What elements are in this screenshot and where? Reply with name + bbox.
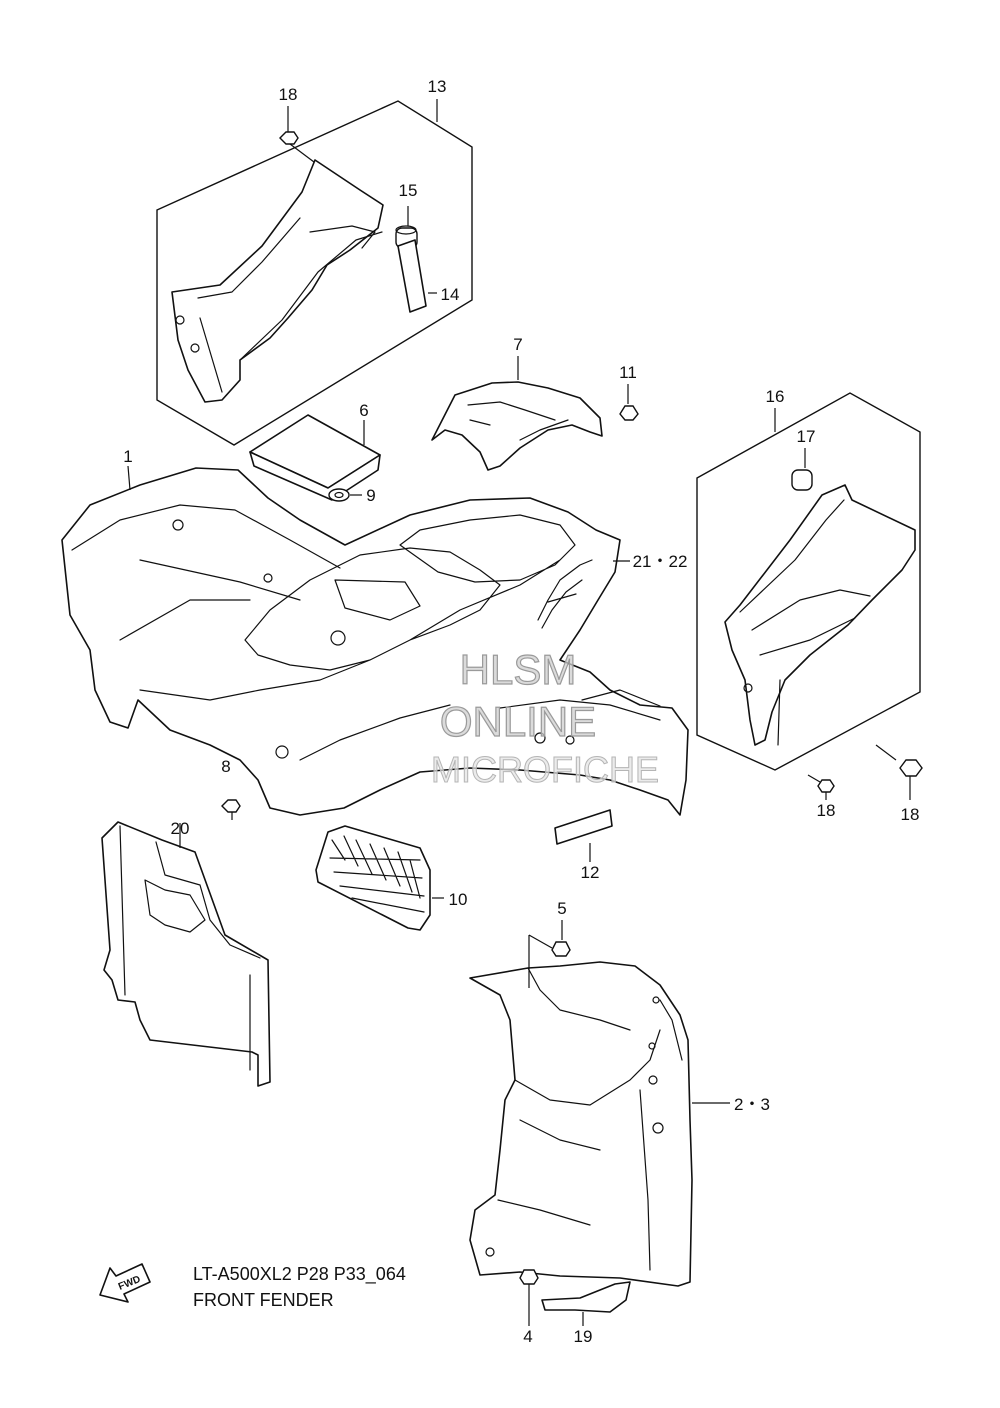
callout-4: 4	[523, 1327, 532, 1346]
part-13-panel	[171, 159, 384, 403]
callout-20: 20	[171, 819, 190, 838]
callout-21-22: 21・22	[633, 552, 688, 571]
part-18-bolt-top	[279, 106, 315, 163]
model-code: LT-A500XL2 P28 P33_064	[193, 1264, 406, 1285]
callout-1: 1	[123, 447, 132, 466]
callout-19: 19	[574, 1327, 593, 1346]
part-7-cover	[431, 356, 603, 471]
diagram-title: FRONT FENDER	[193, 1290, 334, 1310]
callout-12: 12	[581, 863, 600, 882]
callout-13: 13	[428, 77, 447, 96]
callout-18-right-b: 18	[901, 805, 920, 824]
part-16-panel	[724, 484, 916, 746]
callout-9: 9	[366, 486, 375, 505]
watermark-line-1: HLSM	[460, 646, 577, 693]
callout-10: 10	[449, 890, 468, 909]
part-1-front-fender	[61, 465, 689, 816]
callout-18-top: 18	[279, 85, 298, 104]
callout-17: 17	[797, 427, 816, 446]
fwd-arrow: FWD	[99, 1263, 151, 1303]
part-20-panel	[101, 821, 271, 1087]
callout-2-3: 2・3	[734, 1095, 770, 1114]
part-18-bolt-right-b	[875, 744, 923, 800]
callout-18-right-a: 18	[817, 801, 836, 820]
callout-11: 11	[619, 363, 637, 382]
watermark: HLSM ONLINE MICROFICHE	[431, 645, 660, 790]
assembly-13-box	[156, 100, 473, 446]
callout-14: 14	[441, 285, 460, 304]
part-9-grommet	[328, 488, 362, 502]
callout-6: 6	[359, 401, 368, 420]
part-6-cover	[249, 414, 381, 501]
callout-8: 8	[221, 757, 230, 776]
part-17-grommet	[791, 469, 813, 491]
callout-15: 15	[399, 181, 418, 200]
part-12-strip	[554, 809, 613, 862]
part-19-strip	[541, 1281, 631, 1326]
part-5-bolt	[528, 920, 571, 957]
part-2-3-inner-panel	[469, 935, 730, 1287]
part-8-bolt	[221, 799, 241, 820]
callout-16: 16	[766, 387, 785, 406]
part-18-bolt-right-a	[807, 774, 835, 800]
part-11-bolt	[619, 384, 639, 421]
part-4-bolt	[519, 1269, 539, 1326]
assembly-16	[696, 392, 921, 771]
assembly-16-box	[696, 392, 921, 771]
watermark-line-3: MICROFICHE	[431, 749, 659, 790]
part-14-pad	[397, 239, 427, 313]
watermark-line-2: ONLINE	[440, 698, 596, 745]
callout-7: 7	[513, 335, 522, 354]
assembly-13	[156, 99, 473, 446]
part-10-grille	[315, 825, 444, 931]
callout-5: 5	[557, 899, 566, 918]
